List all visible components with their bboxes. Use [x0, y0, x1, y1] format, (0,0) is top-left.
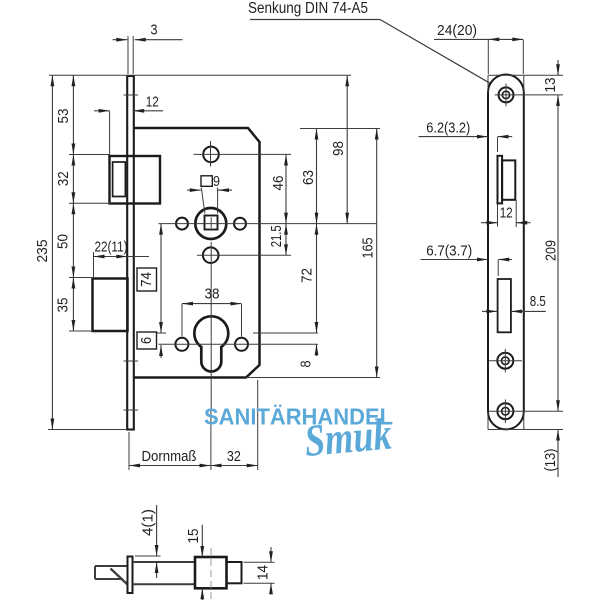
svg-text:Smuk: Smuk [303, 409, 394, 466]
svg-text:3: 3 [151, 23, 158, 39]
svg-text:50: 50 [56, 234, 72, 249]
svg-text:21.5: 21.5 [269, 225, 285, 247]
svg-text:6.7(3.7): 6.7(3.7) [426, 244, 472, 260]
svg-text:63: 63 [301, 170, 317, 185]
svg-text:46: 46 [271, 176, 287, 191]
svg-text:165: 165 [361, 238, 377, 259]
svg-text:12: 12 [500, 206, 513, 222]
svg-text:22(11): 22(11) [95, 240, 128, 256]
svg-text:6: 6 [139, 337, 155, 344]
svg-text:12: 12 [146, 95, 159, 111]
svg-text:235: 235 [35, 240, 51, 263]
svg-text:8: 8 [299, 361, 315, 368]
svg-text:32: 32 [227, 449, 241, 465]
svg-text:9: 9 [213, 174, 220, 190]
svg-text:98: 98 [331, 141, 347, 156]
svg-text:32: 32 [56, 171, 72, 186]
svg-text:6.2(3.2): 6.2(3.2) [426, 120, 470, 136]
svg-text:Senkung DIN 74-A5: Senkung DIN 74-A5 [248, 0, 368, 17]
svg-text:(13): (13) [543, 449, 559, 472]
svg-text:35: 35 [56, 298, 72, 313]
svg-text:209: 209 [544, 240, 560, 261]
svg-text:14: 14 [256, 565, 272, 580]
svg-text:72: 72 [300, 268, 316, 283]
svg-text:SANITÄRHANDEL: SANITÄRHANDEL [204, 404, 393, 430]
svg-text:15: 15 [186, 529, 202, 544]
svg-text:8.5: 8.5 [530, 294, 546, 310]
svg-text:74: 74 [139, 272, 155, 287]
svg-text:53: 53 [56, 109, 72, 124]
svg-text:13: 13 [543, 78, 559, 93]
svg-text:4(1): 4(1) [140, 509, 156, 536]
svg-text:Dornmaß: Dornmaß [142, 449, 197, 465]
svg-text:38: 38 [205, 287, 220, 303]
svg-text:24(20): 24(20) [437, 23, 477, 39]
